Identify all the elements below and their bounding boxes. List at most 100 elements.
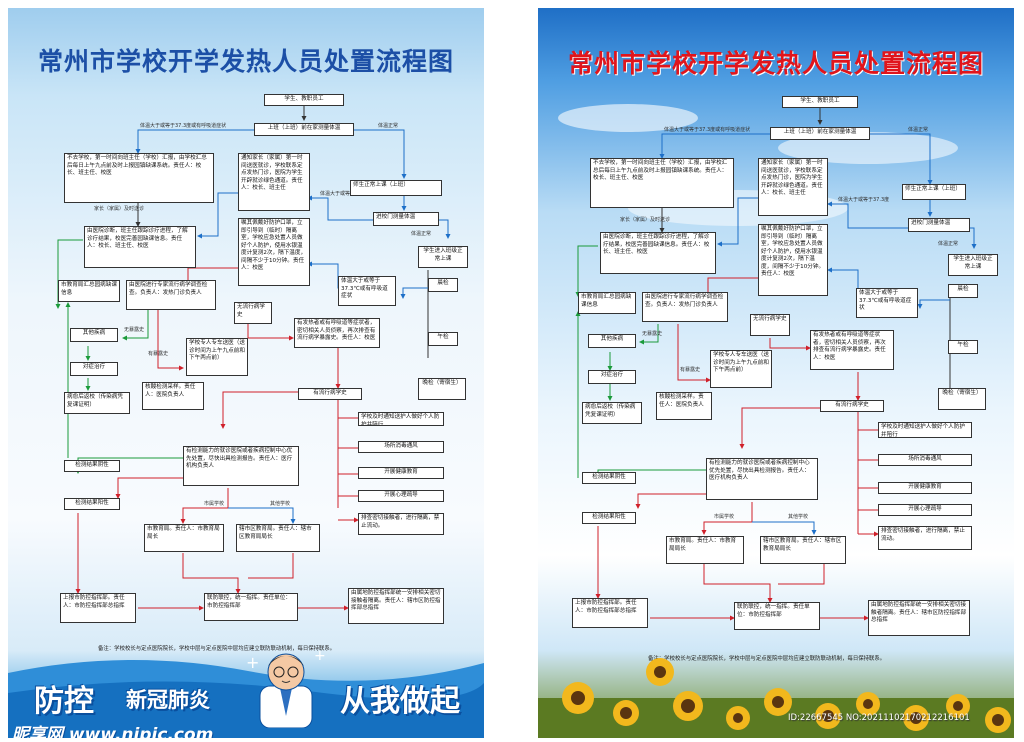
box-report: 市教育局汇总园病缺课信息	[58, 280, 120, 302]
poster-left: 常州市学校开学发热人员处置流程图	[8, 8, 484, 738]
box-nucleic: 核酸检测采样。责任人：医院负责人	[142, 382, 204, 410]
box-positive: 检测结果阳性	[64, 498, 120, 510]
box-noon-b: 午检	[948, 340, 978, 354]
box-task-1: 学校及时通知送护人做好个人防护并陪行	[358, 412, 444, 426]
box-back: 病愈后返校（传染病凭复课证明）	[64, 392, 130, 414]
box-evening-b: 晚检（寄宿生）	[938, 388, 986, 410]
label-normal-path-b: 体温正常	[908, 127, 929, 133]
label-parent-link-b: 家长（家属）及时送诊	[620, 217, 671, 223]
box-other: 其他疾病	[70, 328, 118, 342]
box-gate: 进校门测量体温	[373, 212, 439, 226]
slogan-a: 防控	[34, 684, 94, 719]
box-nohistory-b: 无流行病学史	[750, 314, 790, 336]
label-other-school-b: 其他学校	[788, 514, 809, 520]
box-treat: 对症治疗	[70, 362, 118, 376]
box-task-4-b: 开展心理疏导	[878, 504, 972, 516]
label-gate-normal: 体温正常	[411, 231, 432, 237]
box-normal: 师生正常上课（上班）	[350, 180, 442, 196]
sunflower-field	[538, 658, 1014, 738]
box-school-b: 上班（上班）前在家测量体温	[770, 127, 870, 140]
box-local: 由属地防控指挥部统一安排相关密切接触者隔离。责任人：辖市区防控指挥部总指挥	[348, 588, 444, 624]
flowchart-b: 体温大于或等于37.3度或有呼吸道症状 体温正常 家长（家属）及时送诊 体温大于…	[538, 8, 1014, 738]
poster-right: 常州市学校开学发热人员处置流程图	[538, 8, 1014, 738]
box-nohistory: 无流行病学史	[234, 302, 272, 324]
box-negative: 检测结果阴性	[64, 460, 120, 472]
box-suspect-b: 有发热者或有呼吸道等症状者，密切相关人员侦察，再次排查有流行病学暴露史。责任人：…	[810, 330, 894, 370]
label-fever-path-b: 体温大于或等于37.3度或有呼吸道症状	[664, 127, 751, 133]
flow-connectors-b	[575, 108, 977, 621]
slogan-b: 新冠肺炎	[126, 688, 210, 712]
footnote: 备注：学校校长与定点医院院长，学校中层与定点医院中层均应建立联防联动机制，每日保…	[98, 646, 336, 652]
box-enter: 学生进入班级正常上课	[418, 246, 468, 268]
box-command: 上报市防控指挥部。责任人：市防控指挥部总指挥	[60, 593, 136, 623]
box-cdc2-b: 有检测能力的就诊医院或者疾病控制中心优先处置，尽快出具检测报告。责任人：医疗机构…	[706, 458, 818, 500]
footnote-b: 备注：学校校长与定点医院院长，学校中层与定点医院中层均应建立联防联动机制，每日保…	[648, 656, 886, 662]
box-notify: 不去学校，第一时间向班主任（学校）汇报，由学校汇总后每日上午九点前及时上报园镇缺…	[64, 153, 214, 203]
box-cdc-b: 由医院进行专家流行病学调查检查。负责人：发热门诊负责人	[642, 292, 728, 322]
box-escort-b: 学校专人专车送医（送诊时间为上午九点前和下午两点前）	[710, 350, 772, 388]
doctor-illustration: + +	[246, 648, 326, 728]
poster-title: 常州市学校开学发热人员处置流程图	[37, 47, 454, 76]
box-morning-b: 晨检	[948, 284, 978, 298]
box-task-5: 排查密切接触者，进行隔离，禁止流动。	[358, 513, 444, 535]
box-fever-b: 体温大于或等于37.3℃或有呼吸道症状	[856, 288, 918, 318]
box-hashistory-b: 有流行病学史	[820, 400, 884, 412]
box-task-4: 开展心理疏导	[358, 490, 444, 502]
box-hashistory: 有流行病学史	[298, 388, 362, 400]
box-isolate-b: 嘱其佩戴好防护口罩，立即引导到（临时）隔离室，学校应急处置人员做好个人防护，使用…	[758, 224, 828, 296]
box-command-b: 上报市防控指挥部。责任人：市防控指挥部总指挥	[572, 598, 648, 628]
label-parent-link: 家长（家属）及时送诊	[94, 206, 145, 212]
box-nucleic-b: 核酸检测采样。责任人：医院负责人	[656, 392, 712, 420]
box-task-2-b: 场所消毒通风	[878, 454, 972, 466]
box-start: 学生、教职员工	[264, 94, 344, 106]
box-parent: 通知家长（家属）第一时间送医就诊，学校联系定点发热门诊，医院为学生开辟就诊绿色通…	[238, 153, 310, 211]
box-cdc: 由医院进行专家流行病学调查检查。负责人：发热门诊负责人	[126, 280, 216, 310]
box-task-5-b: 排查密切接触者，进行隔离，禁止流动。	[878, 526, 972, 550]
label-gate-fever-b: 体温大于或等于37.3度	[838, 197, 890, 203]
box-hospital: 由医院诊断，班主任跟踪诊疗进程，了解诊疗结果，校医完善园缺课信息。责任人：校长、…	[84, 226, 196, 268]
svg-text:+: +	[246, 653, 259, 672]
box-start-b: 学生、教职员工	[782, 96, 858, 108]
flow-connectors	[55, 105, 451, 611]
box-local-b: 由属地防控指挥部统一安排相关密切接触者隔离。责任人：辖市区防控指挥部总指挥	[868, 600, 970, 636]
label-other-school: 其他学校	[270, 501, 291, 507]
box-treat-b: 对症治疗	[588, 370, 636, 384]
box-morning: 晨检	[428, 278, 458, 292]
box-cdc2: 有检测能力的就诊医院或者疾病控制中心优先处置，尽快出具检测报告。责任人：医疗机构…	[183, 446, 299, 486]
label-normal-path: 体温正常	[378, 123, 399, 129]
box-notify-b: 不去学校，第一时间向班主任（学校）汇报，由学校汇总后每日上午九点前及时上报园镇缺…	[590, 158, 734, 208]
image-id-stamp: ID:22667545 NO:20211102170212216101	[788, 713, 970, 723]
box-escort: 学校专人专车送医（送诊时间为上午九点前和下午两点前）	[186, 338, 248, 376]
box-evening: 晚检（寄宿生）	[418, 378, 466, 400]
box-task-3: 开展健康教育	[358, 467, 444, 479]
box-joint-b: 联防联控，统一指挥。责任单位：市防控指挥部	[734, 602, 820, 630]
label-has-history-b: 有暴露史	[680, 367, 701, 373]
box-other-b: 其他疾病	[588, 334, 636, 348]
box-task-3-b: 开展健康教育	[878, 482, 972, 494]
label-gate-fever: 体温大于或等于37.3度	[320, 191, 372, 197]
box-normal-b: 师生正常上课（上班）	[902, 184, 966, 200]
box-task-2: 场所消毒通风	[358, 441, 444, 453]
box-back-b: 病愈后返校（传染病凭复课证明）	[582, 402, 642, 424]
box-suspect: 有发热者或有呼吸道等症状者，密切相关人员侦察，再次排查有流行病学暴露史。责任人：…	[294, 318, 380, 348]
box-task-1-b: 学校及时通知送护人做好个人防护并陪行	[878, 422, 972, 438]
poster-title-b: 常州市学校开学发热人员处置流程图	[567, 49, 984, 78]
box-district: 辖市区教育局。责任人：辖市区教育局局长	[236, 524, 320, 552]
box-positive-b: 检测结果阳性	[582, 512, 636, 524]
flowchart: 体温大于或等于37.3度或有呼吸道症状 体温正常 家长（家属）及时送诊 体温大于…	[8, 8, 484, 738]
label-gate-normal-b: 体温正常	[938, 241, 959, 247]
watermark: 昵享网 www.nipic.com	[12, 725, 214, 738]
banner-wave	[8, 659, 484, 738]
box-city-b: 市教育局。责任人：市教育局局长	[666, 536, 744, 564]
box-district-b: 辖市区教育局。责任人：辖市区教育局局长	[760, 536, 846, 564]
label-has-history: 有暴露史	[148, 351, 169, 357]
slogan-c: 从我做起	[340, 684, 460, 719]
box-parent-b: 通知家长（家属）第一时间送医就诊，学校联系定点发热门诊，医院为学生开辟就诊绿色通…	[758, 158, 828, 216]
box-city: 市教育局。责任人：市教育局局长	[144, 524, 224, 552]
box-hospital-b: 由医院诊断，班主任跟踪诊疗进程，了解诊疗结果，校医完善园缺课信息。责任人：校长、…	[600, 232, 716, 274]
box-enter-b: 学生进入班级正常上课	[948, 254, 998, 276]
box-joint: 联防联控，统一指挥。责任单位：市防控指挥部	[204, 593, 298, 621]
svg-text:+: +	[314, 648, 326, 664]
box-fever: 体温大于或等于37.3℃或有呼吸道症状	[338, 276, 396, 306]
box-negative-b: 检测结果阴性	[582, 472, 636, 484]
